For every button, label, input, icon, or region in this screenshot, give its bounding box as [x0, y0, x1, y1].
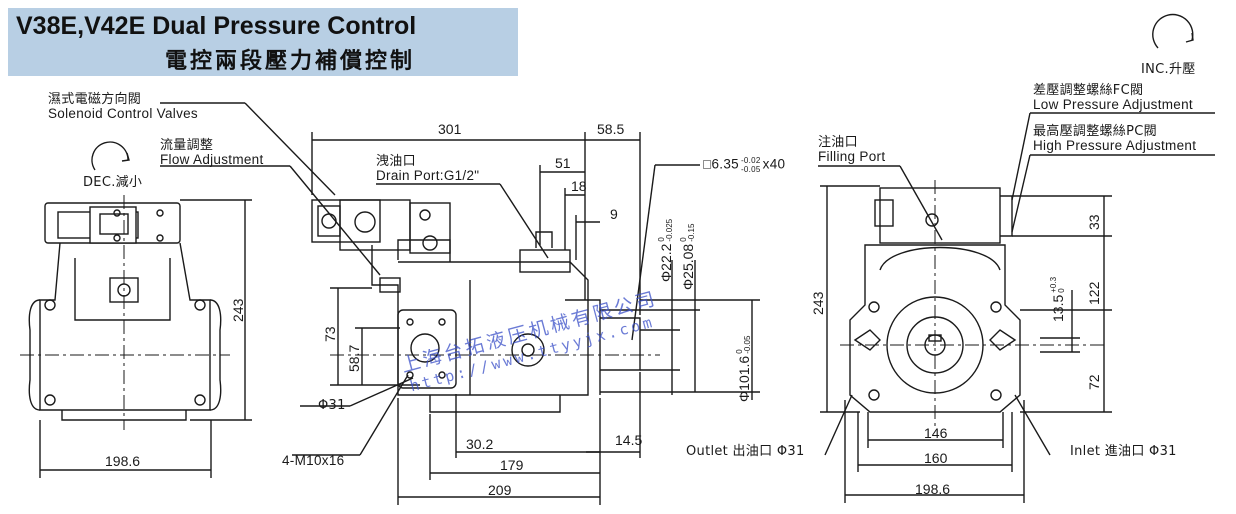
key-tol-bottom: -0.05 — [740, 165, 761, 174]
port-diameter-label: Φ31 — [318, 398, 346, 413]
solenoid-label-en: Solenoid Control Valves — [48, 106, 198, 121]
dim-73: 73 — [322, 326, 338, 342]
flow-label-en: Flow Adjustment — [160, 152, 264, 167]
inlet-label: Inlet 進油口 Φ31 — [1070, 444, 1177, 459]
title-english: V38E,V42E Dual Pressure Control — [16, 12, 417, 40]
low-pressure-label-zh: 差壓調整螺絲FC閥 — [1033, 83, 1144, 98]
side-view-pump — [311, 199, 641, 413]
dim-58-5: 58.5 — [597, 121, 625, 137]
dim-58-7: 58.7 — [346, 344, 362, 372]
phi22-tol: -0.025 — [665, 218, 674, 242]
dim-left-height: 243 — [230, 298, 246, 322]
phi101-tol: -0.05 — [743, 335, 752, 354]
dim-18: 18 — [571, 178, 587, 194]
filling-label-zh: 注油口 — [818, 135, 858, 150]
inc-label: INC.升壓 — [1141, 62, 1196, 77]
dim-30-2: 30.2 — [466, 436, 494, 452]
dim-13-5-tol-zero: 0 — [1057, 288, 1066, 293]
dim-146: 146 — [924, 425, 948, 441]
phi25-value: Φ25.08 — [680, 243, 696, 290]
dim-right-243: 243 — [810, 291, 826, 315]
dim-9: 9 — [610, 206, 618, 222]
key-size: □6.35 — [703, 156, 739, 172]
dim-160: 160 — [924, 450, 948, 466]
solenoid-label-zh: 濕式電磁方向閥 — [48, 92, 142, 107]
high-pressure-label-en: High Pressure Adjustment — [1033, 138, 1197, 153]
dim-198-6: 198.6 — [915, 481, 951, 497]
filling-label-en: Filling Port — [818, 149, 886, 164]
dec-label: DEC.減小 — [83, 175, 143, 190]
flow-label-zh: 流量調整 — [160, 138, 214, 153]
dim-13-5-value: 13.5 — [1050, 294, 1066, 322]
drain-label-en: Drain Port:G1/2" — [376, 168, 480, 183]
dim-301: 301 — [438, 121, 462, 137]
dim-72: 72 — [1086, 374, 1102, 390]
key-length: x40 — [762, 156, 786, 172]
dim-33: 33 — [1086, 214, 1102, 230]
low-pressure-label-en: Low Pressure Adjustment — [1033, 97, 1193, 112]
title-banner — [8, 8, 518, 76]
title-chinese: 電控兩段壓力補償控制 — [165, 49, 416, 74]
dim-14-5: 14.5 — [615, 432, 643, 448]
phi101-value: Φ101.6 — [736, 355, 752, 402]
dim-left-width: 198.6 — [105, 453, 141, 469]
dim-51: 51 — [555, 155, 571, 171]
bolt-label: 4-M10x16 — [282, 453, 345, 468]
dim-122: 122 — [1086, 281, 1102, 305]
left-view-pump — [28, 202, 222, 421]
phi22-value: Φ22.2 — [658, 243, 674, 282]
phi25-tol: -0.15 — [687, 223, 696, 242]
dim-179: 179 — [500, 457, 524, 473]
key-tol-top: -0.02 — [740, 156, 761, 165]
high-pressure-label-zh: 最高壓調整螺絲PC閥 — [1033, 124, 1157, 139]
dim-209: 209 — [488, 482, 512, 498]
drain-label-zh: 洩油口 — [376, 154, 416, 169]
outlet-label: Outlet 出油口 Φ31 — [686, 444, 805, 459]
